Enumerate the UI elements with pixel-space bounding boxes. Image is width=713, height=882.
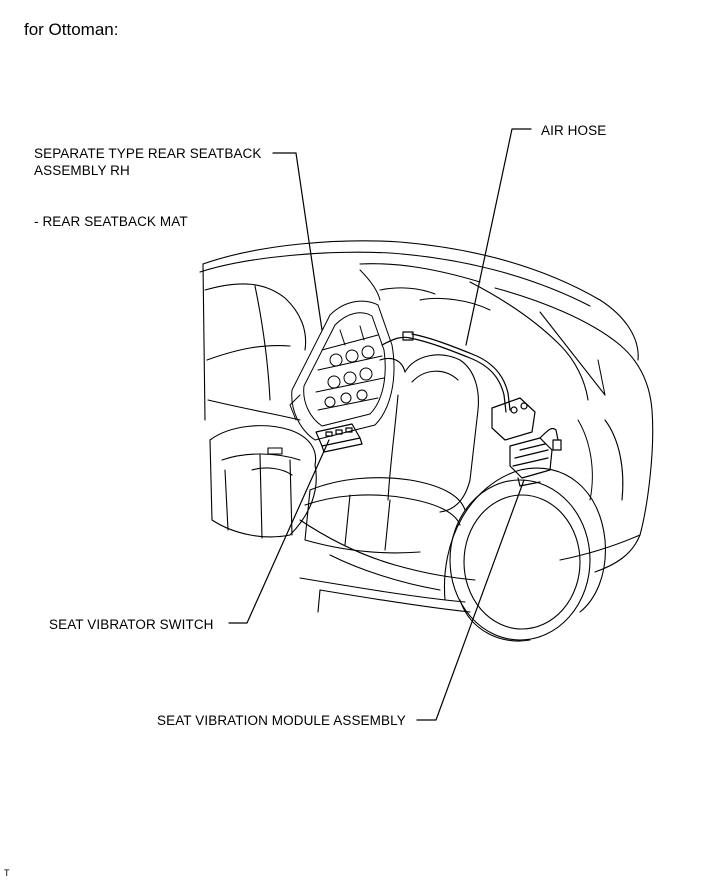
rear-seatback-frame <box>289 300 395 441</box>
seat-vibration-module <box>491 397 562 487</box>
page-heading: for Ottoman: <box>24 20 119 39</box>
rear-wheel <box>443 467 606 642</box>
ottoman-console <box>209 425 317 539</box>
label-seat-vibration-module: SEAT VIBRATION MODULE ASSEMBLY <box>157 713 406 728</box>
leader-seat-vibration-module <box>416 479 525 721</box>
leader-seat-vibrator-switch <box>228 439 330 624</box>
seat-vibrator-switch <box>315 423 363 453</box>
interior-details <box>359 269 606 501</box>
label-rear-seatback-mat: - REAR SEATBACK MAT <box>34 214 188 229</box>
label-air-hose: AIR HOSE <box>541 123 607 138</box>
leader-air-hose <box>465 128 532 346</box>
label-rear-seatback-line1: SEPARATE TYPE REAR SEATBACK <box>34 146 262 161</box>
label-rear-seatback-line2: ASSEMBLY RH <box>34 163 130 178</box>
air-hose <box>381 331 511 413</box>
footnote-mark: T <box>4 868 10 878</box>
leader-rear-seatback <box>272 152 323 331</box>
rear-seat-rh <box>304 354 479 554</box>
car-body <box>199 240 654 613</box>
leader-lines <box>228 128 532 721</box>
label-seat-vibrator-switch: SEAT VIBRATOR SWITCH <box>49 617 214 632</box>
